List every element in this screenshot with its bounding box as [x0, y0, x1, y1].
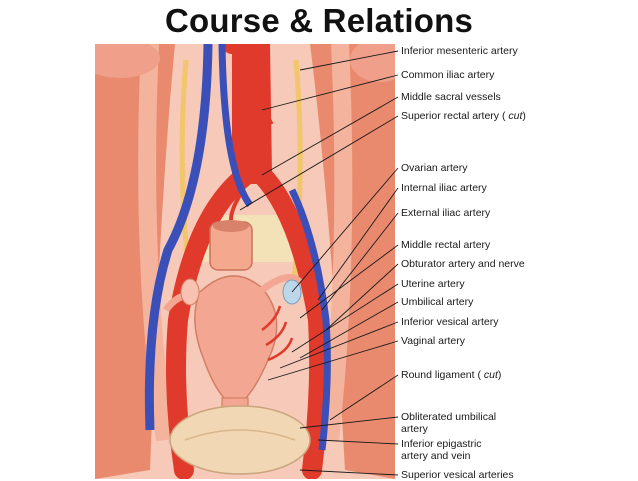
left-iliac-vein — [144, 44, 213, 431]
label-ovarian-artery: Ovarian artery — [401, 162, 468, 174]
rectum-cut-end — [213, 220, 249, 232]
label-middle-rectal-artery: Middle rectal artery — [401, 239, 491, 251]
label-common-iliac-artery: Common iliac artery — [401, 69, 495, 81]
label-round-ligament: Round ligament ( cut) — [401, 369, 502, 381]
middle-sacral-vessel — [255, 108, 274, 125]
uterine-plexus — [261, 305, 294, 362]
right-fallopian-tube — [259, 274, 303, 293]
bladder-fold — [184, 429, 296, 441]
label-uterine-artery: Uterine artery — [401, 278, 465, 290]
bladder — [169, 405, 311, 475]
label-obturator-artery-nerve: Obturator artery and nerve — [401, 258, 525, 270]
label-superior-rectal-artery: Superior rectal artery ( cut) — [401, 110, 526, 122]
label-middle-sacral-vessels: Middle sacral vessels — [401, 91, 501, 103]
middle-vein — [218, 44, 253, 208]
right-pelvic-wall — [310, 44, 395, 479]
right-muscle-highlight — [321, 44, 353, 441]
label-external-iliac-artery: External iliac artery — [401, 207, 491, 219]
left-common-iliac — [166, 44, 256, 479]
label-umbilical-artery: Umbilical artery — [401, 296, 474, 308]
slide-title: Course & Relations — [165, 2, 473, 39]
label-inferior-vesical-artery: Inferior vesical artery — [401, 316, 499, 328]
label-internal-iliac-artery: Internal iliac artery — [401, 182, 487, 194]
label-inferior-mesenteric-artery: Inferior mesenteric artery — [401, 45, 518, 57]
right-common-iliac — [222, 44, 330, 479]
right-iliac-vein — [288, 188, 331, 451]
left-muscle-highlight — [138, 44, 174, 442]
right-ureter — [289, 59, 303, 301]
uterus — [194, 275, 278, 401]
label-superior-vesical-arteries: Superior vesical arteries — [401, 469, 514, 481]
leader-lines — [239, 50, 399, 476]
colon-left — [95, 44, 160, 78]
left-ovary — [180, 278, 200, 306]
label-vaginal-artery: Vaginal artery — [401, 335, 466, 347]
aorta — [232, 44, 262, 184]
